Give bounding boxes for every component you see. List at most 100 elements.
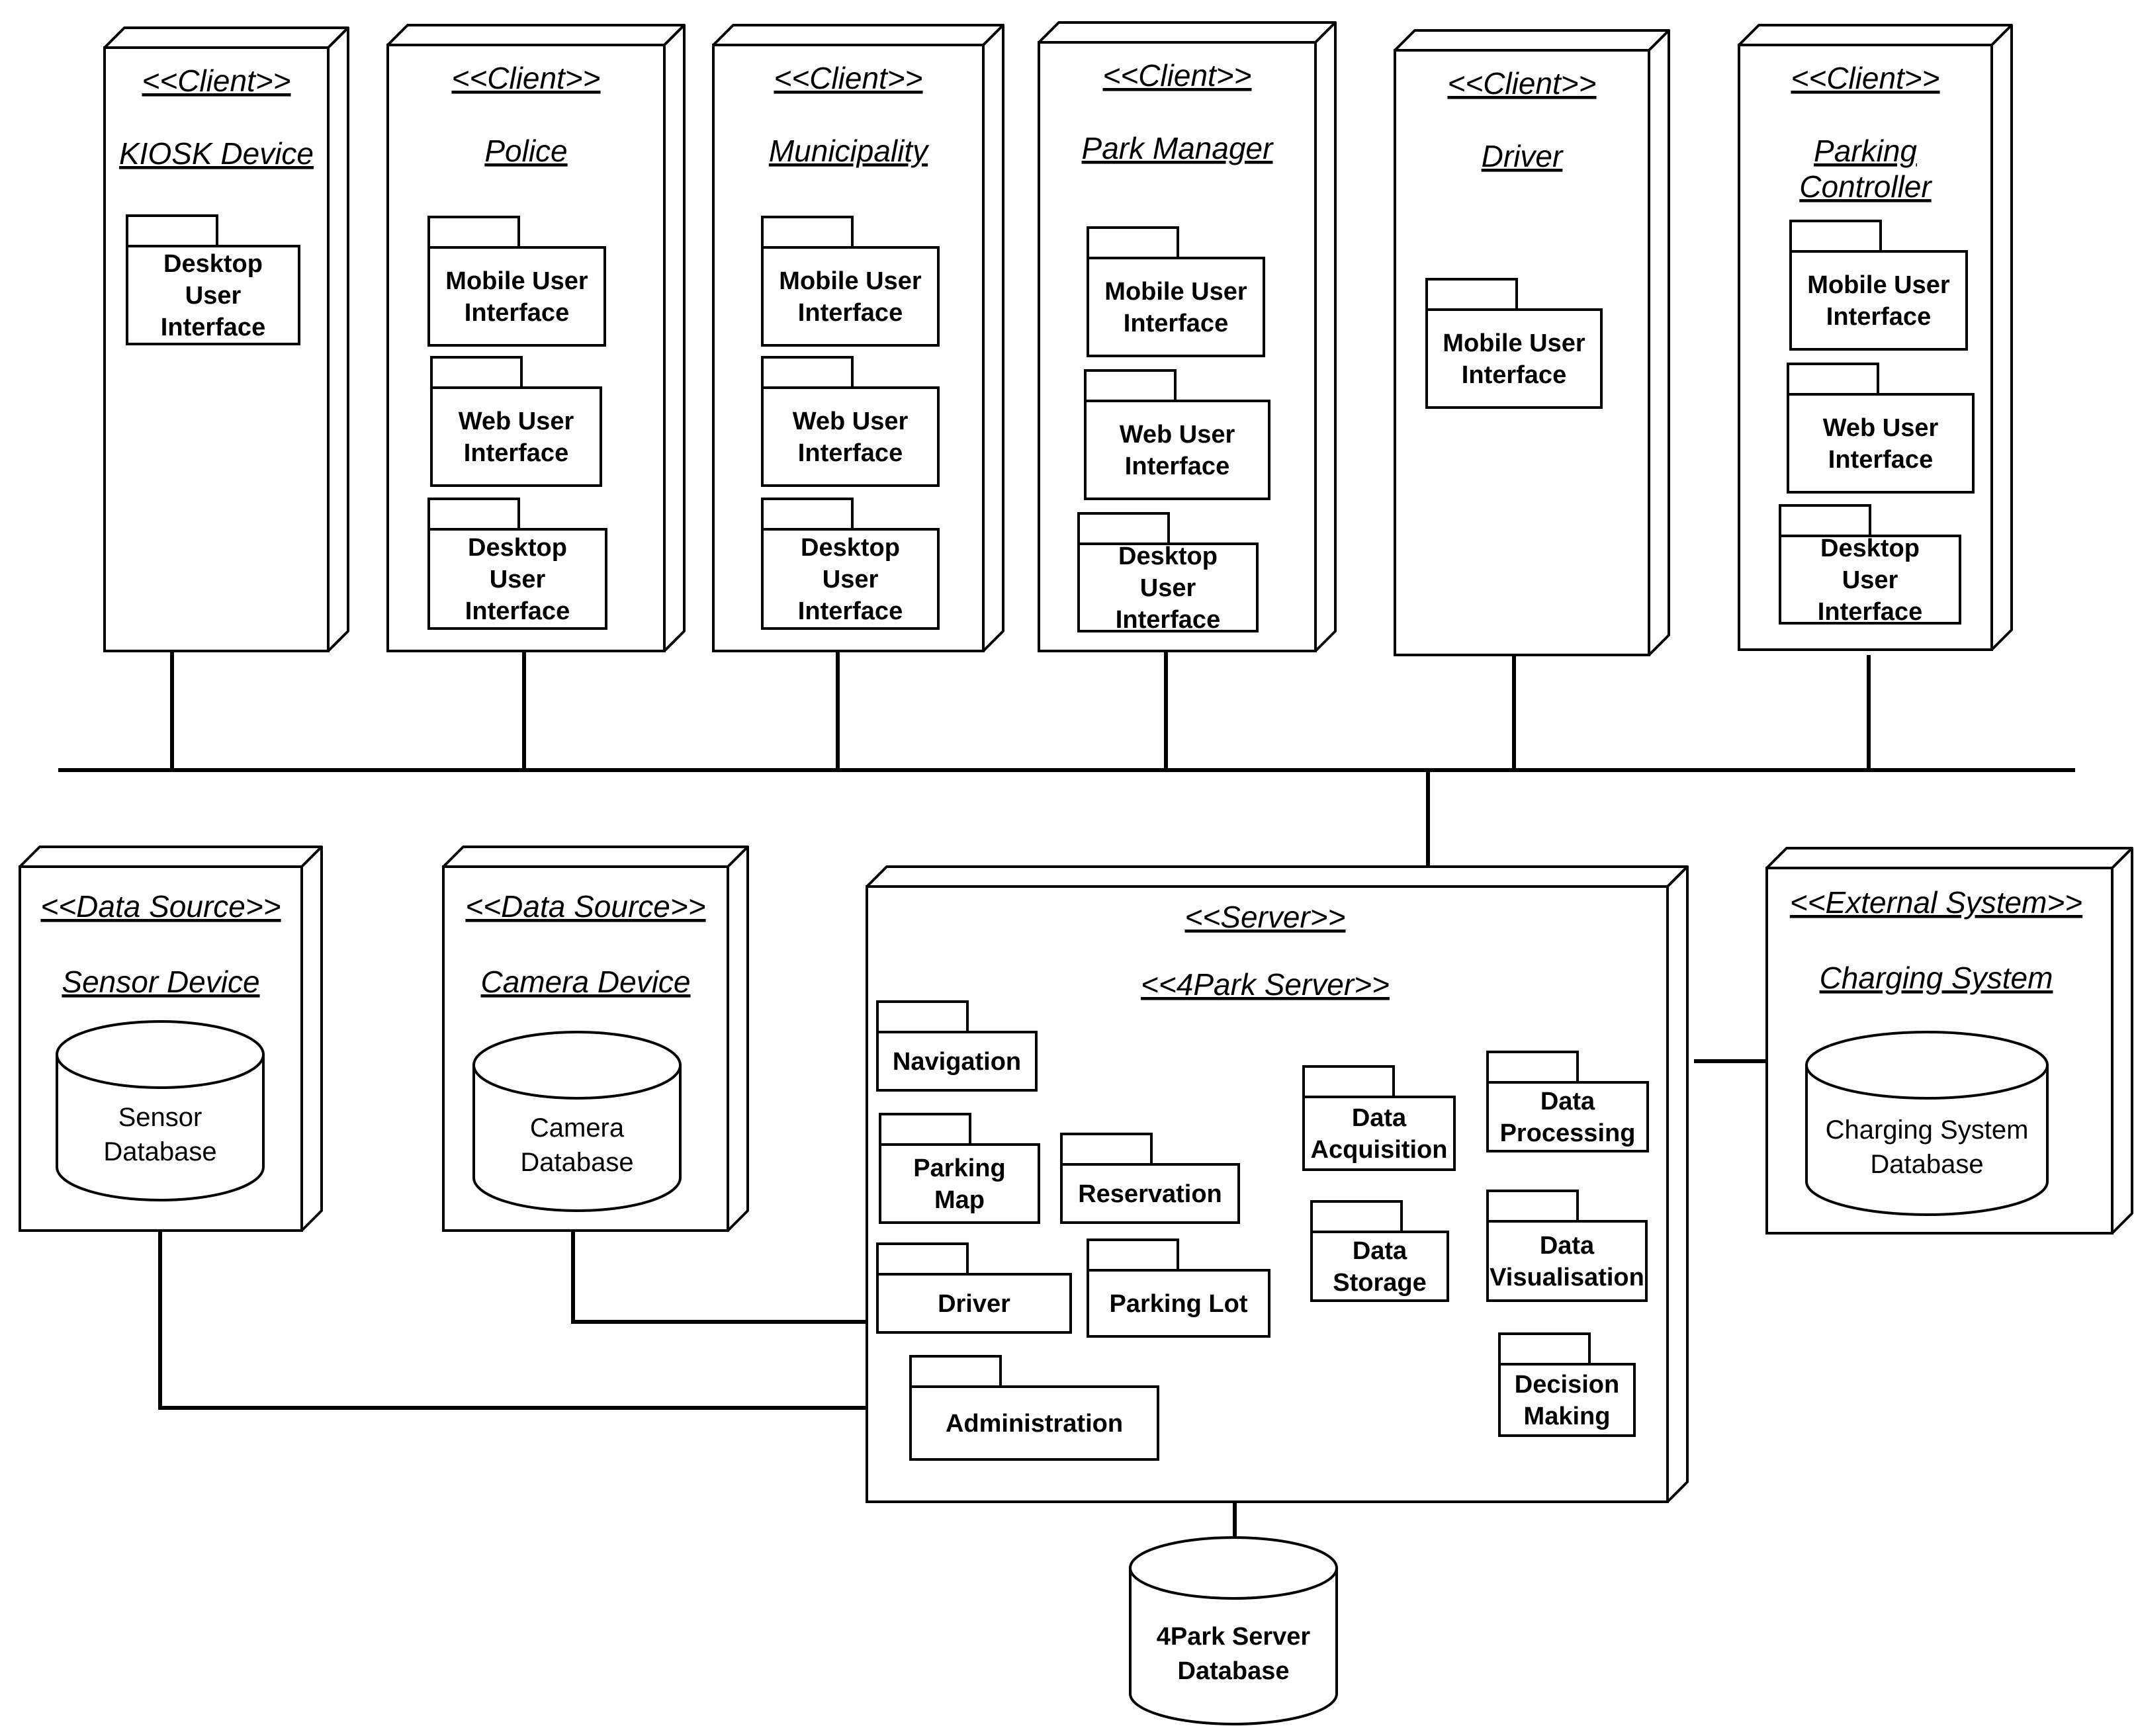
- client-node: <<Client>>KIOSK DeviceDesktopUserInterfa…: [103, 26, 349, 652]
- database-body: [472, 1065, 682, 1212]
- package-label: Interface: [1828, 446, 1933, 474]
- package-label: Data: [1540, 1088, 1595, 1115]
- package-body: [1486, 1220, 1648, 1302]
- node-side-face: [1648, 29, 1670, 656]
- package-body: [1787, 393, 1975, 494]
- package-body: [427, 246, 606, 347]
- node-top-face: [866, 865, 1689, 888]
- package-tab: [1789, 220, 1882, 253]
- package-label: Mobile User: [445, 267, 588, 295]
- node-side-face: [982, 24, 1004, 652]
- package-body: [427, 528, 607, 630]
- package-label: Visualisation: [1490, 1264, 1644, 1291]
- package-label: User: [1842, 566, 1898, 594]
- server-node: <<Server>><<4Park Server>>NavigationPark…: [866, 865, 1689, 1503]
- database-label: 4Park Server: [1157, 1623, 1311, 1651]
- package-tab: [761, 498, 854, 531]
- package-tab: [1310, 1200, 1403, 1233]
- package-label: User: [823, 566, 879, 593]
- node-stereotype: <<External System>>: [1790, 885, 2082, 920]
- node-side-face: [327, 26, 349, 652]
- node-top-face: [386, 24, 686, 46]
- database-top: [1129, 1536, 1338, 1600]
- node-stereotype: <<Client>>: [1447, 66, 1596, 101]
- node-name: Police: [484, 134, 567, 168]
- package-tab: [126, 214, 218, 247]
- package-label: Interface: [1826, 303, 1931, 331]
- database-body: [1805, 1065, 2049, 1216]
- package-body: [761, 246, 940, 347]
- server-package-parking-lot: Parking Lot: [1087, 1238, 1270, 1338]
- node-top-face: [19, 846, 323, 868]
- package-tab: [761, 356, 854, 389]
- package-body: [126, 245, 300, 345]
- package-label: Interface: [1125, 453, 1229, 480]
- package-tab: [879, 1113, 971, 1146]
- package-body: [1302, 1096, 1456, 1171]
- package-tab: [427, 498, 520, 531]
- database-label: Database: [520, 1148, 633, 1177]
- package-label: Mobile User: [779, 267, 922, 295]
- node-stereotype: <<Client>>: [1102, 58, 1251, 93]
- database-top: [472, 1031, 682, 1100]
- package-tab: [1779, 504, 1871, 537]
- package-body: [1087, 257, 1265, 357]
- package-tab: [1302, 1065, 1395, 1098]
- package-label: Interface: [1124, 310, 1228, 337]
- node-top-face: [1038, 21, 1337, 44]
- node-top-face: [1738, 24, 2013, 46]
- server-package-navigation: Navigation: [876, 1000, 1038, 1092]
- package-tab: [1087, 1238, 1179, 1272]
- package-label: Parking: [913, 1154, 1005, 1182]
- package-body: [879, 1143, 1040, 1224]
- node-stereotype: <<Data Source>>: [40, 889, 281, 924]
- package-tab: [1084, 369, 1177, 402]
- package-body: [909, 1385, 1159, 1461]
- package-label: Desktop: [1118, 542, 1218, 570]
- package-label: Data: [1353, 1237, 1407, 1265]
- package-body: [1077, 542, 1259, 632]
- database-body: [56, 1055, 265, 1201]
- node-side-face: [663, 24, 686, 652]
- node-name: Driver: [1482, 139, 1564, 173]
- package-label: Interface: [464, 439, 568, 467]
- node-side-face: [2111, 847, 2133, 1235]
- package-label: Processing: [1500, 1119, 1636, 1147]
- package-label: User: [1140, 574, 1196, 602]
- data-source-node: <<Data Source>>Camera DeviceCameraDataba…: [442, 846, 749, 1232]
- node-stereotype: <<Client>>: [451, 61, 600, 95]
- package-label: Navigation: [893, 1048, 1021, 1076]
- external-system-node: <<External System>> Charging SystemChargi…: [1765, 847, 2133, 1235]
- package-body: [1498, 1363, 1636, 1437]
- node-top-face: [103, 26, 349, 49]
- package-tab: [1087, 226, 1179, 259]
- package-label: Desktop: [163, 250, 263, 278]
- package-label: Administration: [946, 1410, 1123, 1438]
- node-stereotype: <<Client>>: [774, 61, 922, 95]
- database-top: [56, 1020, 265, 1089]
- package-body: [1779, 535, 1961, 625]
- node-name: Charging System: [1820, 961, 2053, 995]
- node-name: Parking: [1814, 134, 1917, 168]
- node-top-face: [442, 846, 749, 868]
- node-name: <<4Park Server>>: [1141, 967, 1390, 1002]
- package-label: Interface: [1462, 361, 1566, 389]
- package-label: Web User: [1823, 414, 1939, 442]
- package-label: Web User: [1120, 421, 1235, 449]
- node-stereotype: <<Client>>: [142, 64, 290, 98]
